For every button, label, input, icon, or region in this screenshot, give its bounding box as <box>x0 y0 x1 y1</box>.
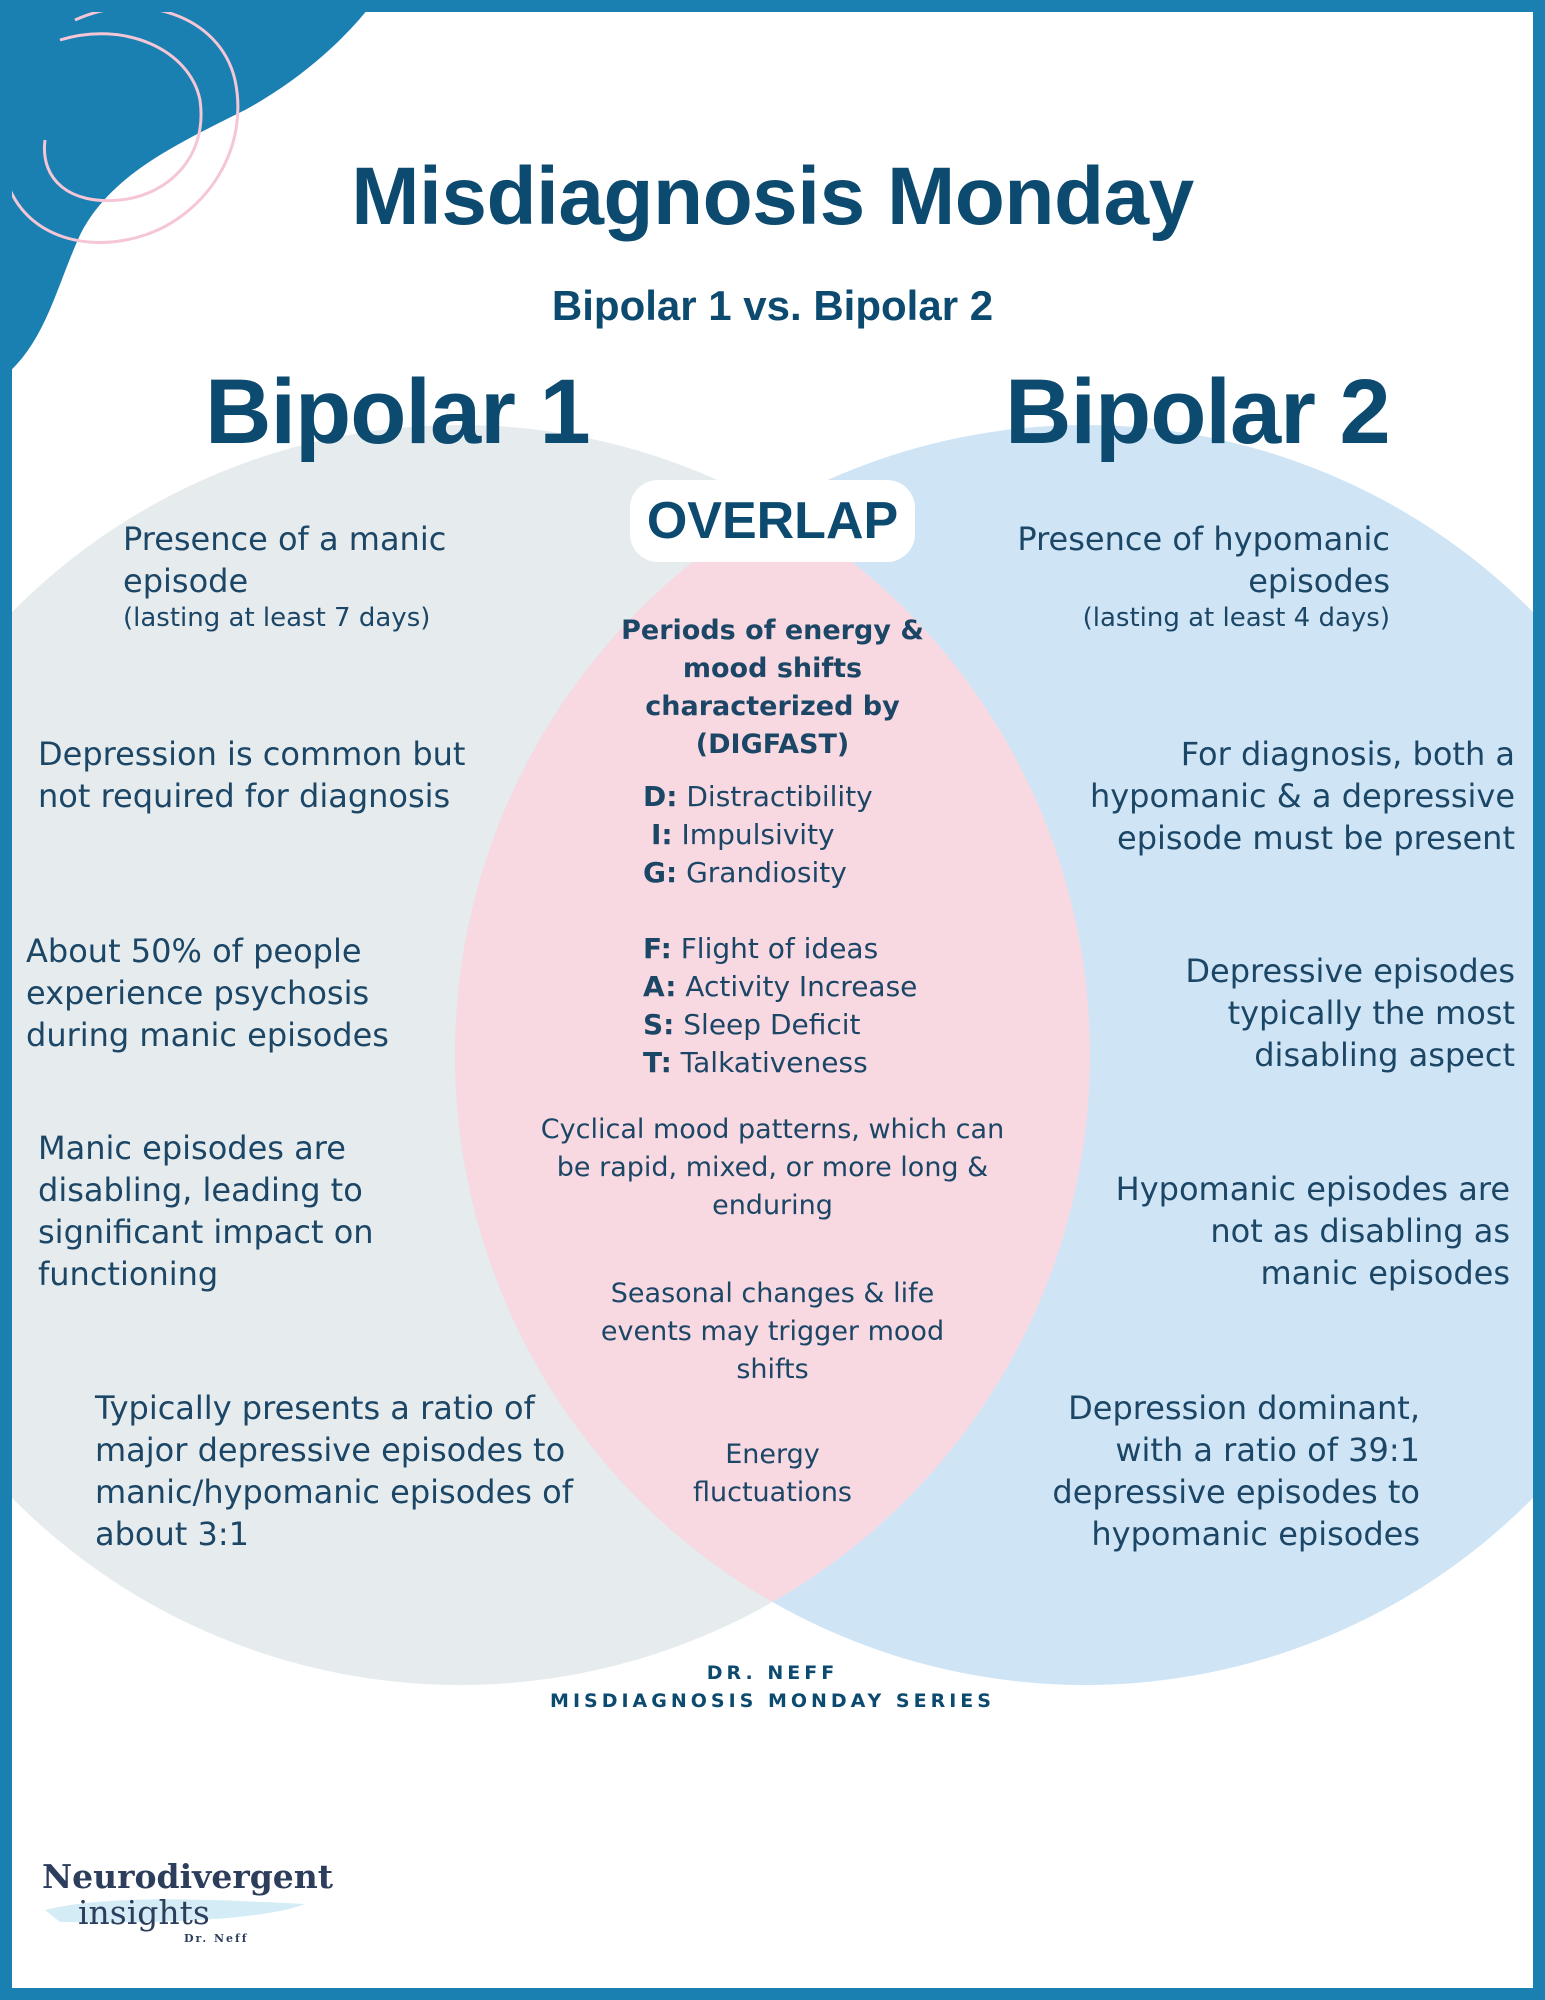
overlap-acronym: (DIGFAST) <box>695 729 850 760</box>
digfast-item-g: G: Grandiosity <box>643 856 847 889</box>
digfast-item-i: I: Impulsivity <box>651 818 835 851</box>
overlap-intro: Periods of energy & mood shifts characte… <box>575 612 970 764</box>
overlap-item-1: Cyclical mood patterns, which can be rap… <box>540 1114 1005 1221</box>
right-item-1-main: Presence of hypomanic episodes <box>1017 520 1390 600</box>
overlap-item-2: Seasonal changes & life events may trigg… <box>600 1278 945 1385</box>
right-item-4: Hypomanic episodes are not as disabling … <box>1115 1170 1510 1292</box>
corner-contour-outer <box>3 5 240 244</box>
left-item-2: Depression is common but not required fo… <box>38 735 466 815</box>
credit-series: MISDIAGNOSIS MONDAY SERIES <box>550 1690 995 1712</box>
left-item-4: Manic episodes are disabling, leading to… <box>38 1129 374 1293</box>
venn-overlap-region <box>455 425 1090 1685</box>
digfast-item-s: S: Sleep Deficit <box>643 1008 861 1041</box>
logo-signature: Dr. Neff <box>184 1932 249 1945</box>
bipolar2-heading: Bipolar 2 <box>1005 361 1391 463</box>
bipolar1-heading: Bipolar 1 <box>205 361 591 463</box>
left-item-1: Presence of a manic episode (lasting at … <box>123 518 523 634</box>
digfast-item-t: T: Talkativeness <box>643 1046 868 1079</box>
logo-wordmark-sub: insights <box>78 1893 210 1932</box>
right-item-1-note: (lasting at least 4 days) <box>1082 603 1390 633</box>
left-item-1-note: (lasting at least 7 days) <box>123 603 431 633</box>
credit-author: DR. NEFF <box>706 1662 839 1684</box>
right-item-3: Depressive episodes typically the most d… <box>1185 952 1515 1074</box>
digfast-item-d: D: Distractibility <box>643 780 873 813</box>
right-item-1: Presence of hypomanic episodes (lasting … <box>1005 518 1390 634</box>
digfast-list-top: D: Distractibility I: Impulsivity G: Gra… <box>643 778 973 892</box>
right-item-5: Depression dominant, with a ratio of 39:… <box>1052 1389 1420 1553</box>
overlap-item-3: Energy fluctuations <box>693 1439 852 1508</box>
left-item-1-main: Presence of a manic episode <box>123 520 447 600</box>
page-subtitle: Bipolar 1 vs. Bipolar 2 <box>551 282 994 329</box>
logo-wordmark: Neurodivergent <box>42 1857 334 1896</box>
overlap-label: OVERLAP <box>630 480 915 562</box>
logo-brush-stroke <box>45 1899 305 1923</box>
left-item-3: About 50% of people experience psychosis… <box>26 932 389 1054</box>
left-item-5: Typically presents a ratio of major depr… <box>95 1389 573 1553</box>
digfast-item-a: A: Activity Increase <box>643 970 918 1003</box>
corner-contour-inner <box>42 32 203 203</box>
page-title: Misdiagnosis Monday <box>351 151 1194 242</box>
digfast-item-f: F: Flight of ideas <box>643 932 879 965</box>
corner-blob <box>0 0 375 380</box>
overlap-intro-text: Periods of energy & mood shifts characte… <box>621 615 924 722</box>
right-item-2: For diagnosis, both a hypomanic & a depr… <box>1089 735 1515 857</box>
digfast-list-bottom: F: Flight of ideas A: Activity Increase … <box>643 930 973 1082</box>
